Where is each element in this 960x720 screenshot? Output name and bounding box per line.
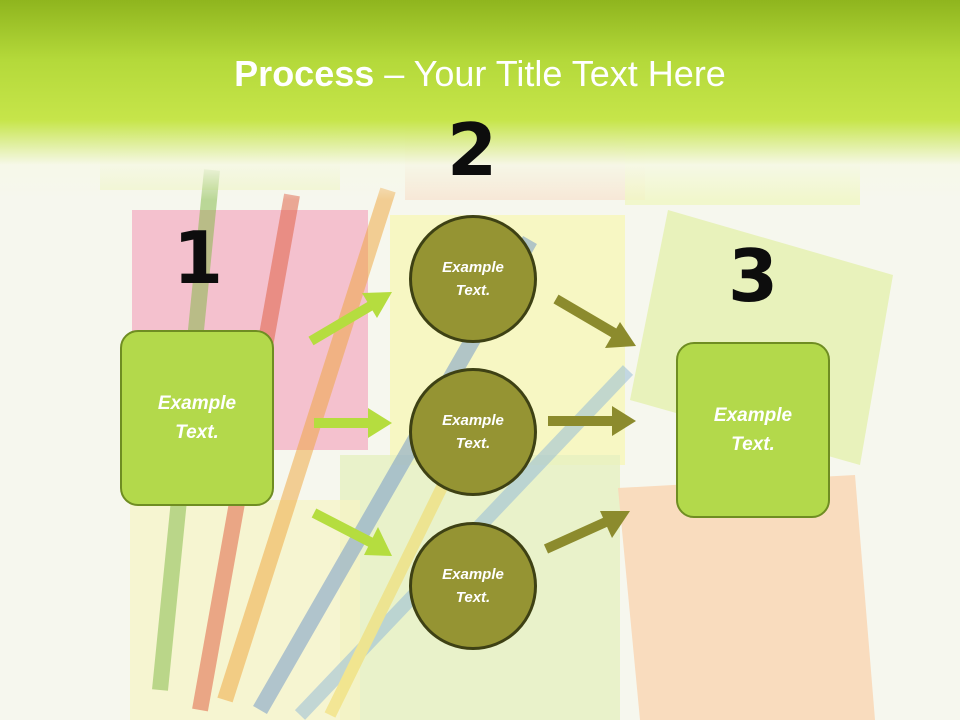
circle-middle: Example Text. — [409, 368, 537, 496]
arrow-left-to-bottom — [311, 508, 392, 556]
left-box-line-1: Example — [157, 393, 237, 414]
step-number-2: 2 — [446, 108, 498, 192]
circle-middle-line-2: Text. — [455, 435, 491, 452]
left-box: Example Text. — [120, 330, 274, 506]
circle-top-line-1: Example — [442, 259, 504, 276]
right-box-line-1: Example — [713, 405, 793, 426]
arrow-left-to-top — [308, 292, 392, 346]
arrow-bottom-to-right — [543, 511, 630, 554]
left-box-line-2: Text. — [175, 422, 219, 443]
arrow-middle-to-right — [548, 406, 636, 436]
circle-middle-line-1: Example — [442, 412, 504, 429]
circle-bottom-line-1: Example — [442, 566, 504, 583]
sticky-note-orange — [618, 475, 875, 720]
step-number-3: 3 — [727, 234, 779, 318]
right-box-line-2: Text. — [731, 434, 775, 455]
circle-bottom-line-2: Text. — [455, 589, 491, 606]
right-box: Example Text. — [676, 342, 830, 518]
header-band — [0, 0, 960, 200]
circle-top: Example Text. — [409, 215, 537, 343]
circle-top-line-2: Text. — [455, 282, 491, 299]
title-bold: Process — [234, 53, 375, 94]
pencil-orange — [217, 187, 396, 703]
arrow-left-to-middle — [314, 408, 392, 438]
title-rest: – Your Title Text Here — [374, 53, 726, 94]
arrow-top-to-right — [553, 294, 636, 348]
step-number-1: 1 — [172, 216, 224, 300]
circle-bottom: Example Text. — [409, 522, 537, 650]
slide-title: Process – Your Title Text Here — [0, 52, 960, 96]
